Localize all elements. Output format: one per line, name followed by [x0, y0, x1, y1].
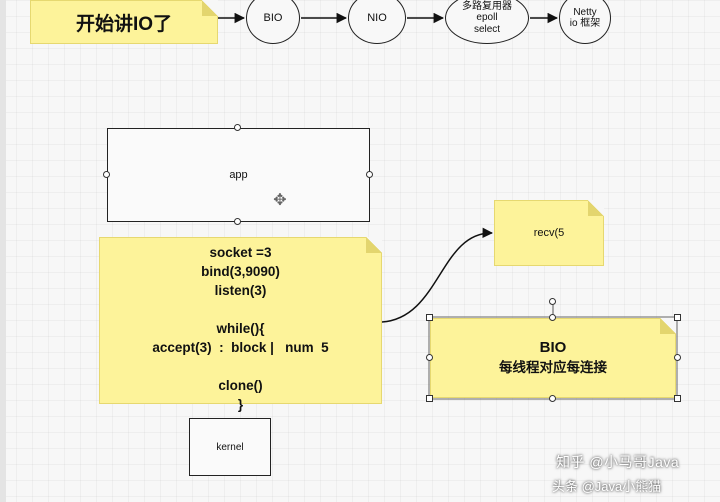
flow-node-nio[interactable]: NIO	[348, 0, 406, 44]
code-line: }	[237, 397, 244, 412]
note-fold-corner	[588, 200, 604, 216]
bio-resize-handle-bottom-left[interactable]	[426, 395, 433, 402]
bio-resize-handle-bottom-right[interactable]	[674, 395, 681, 402]
recv-note[interactable]: recv(5	[494, 200, 604, 266]
code-line: listen(3)	[214, 283, 267, 298]
app-box[interactable]: app	[107, 128, 370, 222]
recv-note-text: recv(5	[533, 227, 565, 239]
watermark-zhihu: 知乎 @小马哥Java	[556, 454, 680, 470]
app-box-handle-left[interactable]	[103, 171, 110, 178]
code-line	[100, 300, 381, 319]
note-fold-corner	[202, 0, 218, 16]
bio-handle-right[interactable]	[674, 354, 681, 361]
app-box-handle-right[interactable]	[366, 171, 373, 178]
code-line: bind(3,9090)	[201, 264, 280, 279]
code-line	[100, 357, 381, 376]
flow-node-label: Netty io 框架	[569, 6, 601, 30]
watermark-toutiao: 头条 @Java小熊猫	[552, 479, 662, 494]
kernel-box[interactable]: kernel	[189, 418, 271, 476]
code-note[interactable]: socket =3 bind(3,9090) listen(3) while()…	[99, 237, 382, 412]
code-line: accept(3) : block | num 5	[152, 340, 329, 355]
note-fold-corner	[366, 237, 382, 253]
bio-note[interactable]: BIO 每线程对应每连接	[430, 318, 676, 398]
flow-node-label: NIO	[367, 11, 387, 24]
title-note-text: 开始讲IO了	[75, 13, 173, 35]
bio-note-subtitle: 每线程对应每连接	[499, 360, 607, 375]
code-line: clone()	[218, 378, 263, 393]
title-note[interactable]: 开始讲IO了	[30, 0, 218, 44]
bio-resize-handle-top-right[interactable]	[674, 314, 681, 321]
move-cursor-icon: ✥	[273, 192, 287, 209]
app-box-handle-bottom[interactable]	[234, 218, 241, 225]
note-fold-corner	[660, 318, 676, 334]
canvas-left-rule	[0, 0, 6, 502]
flow-node-label: 多路复用器 epoll select	[462, 0, 512, 35]
code-line: socket =3	[209, 245, 272, 260]
code-line: while(){	[216, 321, 265, 336]
kernel-box-label: kernel	[216, 441, 244, 453]
flow-node-label: BIO	[263, 11, 283, 24]
bio-rotate-handle[interactable]	[549, 298, 556, 305]
arrow-code-to-recv	[381, 227, 494, 323]
bio-note-title: BIO	[539, 339, 567, 356]
flow-node-multiplexer[interactable]: 多路复用器 epoll select	[445, 0, 529, 44]
flow-node-netty[interactable]: Netty io 框架	[559, 0, 611, 44]
bio-handle-bottom[interactable]	[549, 395, 556, 402]
bio-handle-top[interactable]	[549, 314, 556, 321]
app-box-handle-top[interactable]	[234, 124, 241, 131]
flow-node-bio[interactable]: BIO	[246, 0, 300, 44]
bio-handle-left[interactable]	[426, 354, 433, 361]
app-box-label: app	[229, 169, 248, 181]
bio-resize-handle-top-left[interactable]	[426, 314, 433, 321]
